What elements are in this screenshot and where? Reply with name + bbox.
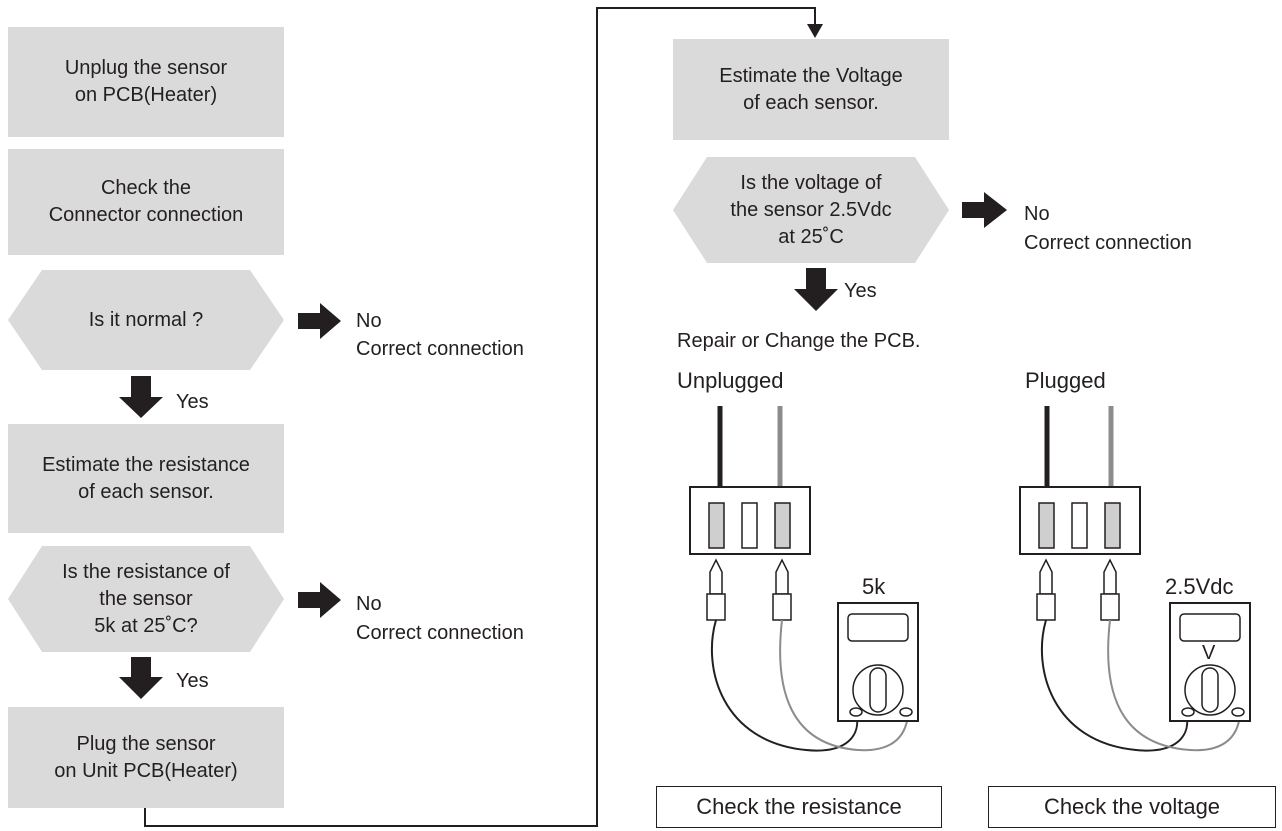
decision-hexagon-shape [8,270,284,370]
decision-text: Is it normal ? [88,308,204,331]
decision2-no-action: Correct connection [356,622,524,644]
voltage-reading: 2.5Vdc [1165,574,1234,599]
decision-resistance-5k: Is the resistance of the sensor 5k at 25… [8,546,284,652]
repair-instruction: Repair or Change the PCB. [677,330,921,352]
decision-text-line: 5k at 25˚C? [94,614,198,637]
plugged-label: Plugged [1025,368,1106,393]
decision-hexagon-shape [8,546,284,652]
caption-text: Check the resistance [696,794,902,819]
flow-connector-line [144,7,816,827]
connector-pin-black [1038,502,1055,549]
meter-mode-label: V [1202,642,1216,664]
decision2-yes-label: Yes [176,670,209,692]
probe-handle-black [1036,593,1056,621]
decision3-no-label: No [1024,203,1050,225]
multimeter-display [847,613,909,642]
no-arrow-icon [298,303,341,339]
step-estimate-resistance: Estimate the resistance of each sensor. [8,424,284,533]
step-text-line: on Unit PCB(Heater) [54,759,238,782]
decision-text-line: the sensor 2.5Vdc [730,198,892,221]
multimeter-jack [849,707,863,717]
step-estimate-voltage: Estimate the Voltage of each sensor. [673,39,949,140]
connector-pin-grey [774,502,791,549]
connector-pin-grey [1104,502,1121,549]
step-text-line: Estimate the resistance [42,453,250,476]
step-unplug-sensor: Unplug the sensor on PCB(Heater) [8,27,284,137]
probe-lead-grey [779,619,909,752]
unplugged-illustration [689,406,919,752]
step-text-line: Plug the sensor [76,732,216,755]
decision1-no-label: No [356,310,382,332]
decision-text-line: Is the voltage of [740,171,882,194]
multimeter-jack [1231,707,1245,717]
yes-arrow-icon [794,268,838,311]
step-text-line: on PCB(Heater) [74,84,218,106]
yes-arrow-icon [119,376,163,418]
probe-lead-grey [1107,619,1241,752]
connector-pin-middle [741,502,758,549]
decision2-no-label: No [356,593,382,615]
decision1-no-action: Correct connection [356,338,524,360]
decision-voltage-2-5vdc: Is the voltage of the sensor 2.5Vdc at 2… [673,157,949,263]
no-arrow-icon [962,192,1007,228]
decision3-yes-label: Yes [844,280,877,302]
probe-lead-black [1040,619,1189,752]
step-text-line: of each sensor. [743,91,879,114]
decision-hexagon-shape [673,157,949,263]
multimeter-dial-knob [869,667,887,713]
caption-check-resistance: Check the resistance [656,786,942,828]
decision-text-line: the sensor [99,587,193,610]
caption-check-voltage: Check the voltage [988,786,1276,828]
step-check-connector: Check the Connector connection [8,149,284,255]
multimeter-jack [1181,707,1195,717]
multimeter-jack [899,707,913,717]
step-text-line: Unplug the sensor [64,57,228,79]
no-arrow-icon [298,582,341,618]
decision3-no-action: Correct connection [1024,232,1192,254]
step-plug-sensor: Plug the sensor on Unit PCB(Heater) [8,707,284,808]
connector-pin-black [708,502,725,549]
probe-handle-grey [1100,593,1120,621]
probe-tip-black [1039,558,1053,595]
step-text-line: Check the [100,177,192,199]
resistance-reading: 5k [862,574,886,599]
probe-tip-black [709,558,723,595]
connector-pin-middle [1071,502,1088,549]
step-text-line: Connector connection [48,204,244,226]
multimeter-dial-knob [1201,667,1219,713]
connector-arrowhead [807,24,823,38]
step-text-line: Estimate the Voltage [719,64,903,87]
plugged-illustration [1019,406,1251,752]
probe-handle-grey [772,593,792,621]
decision-is-normal: Is it normal ? [8,270,284,370]
multimeter-display [1179,613,1241,642]
probe-tip-grey [1103,558,1117,595]
step-text-line: of each sensor. [78,480,214,503]
probe-lead-black [710,619,859,752]
yes-arrow-icon [119,657,163,699]
decision1-yes-label: Yes [176,391,209,413]
caption-text: Check the voltage [1043,794,1221,819]
decision-text-line: at 25˚C [778,225,844,248]
probe-handle-black [706,593,726,621]
unplugged-label: Unplugged [677,368,784,393]
decision-text-line: Is the resistance of [62,560,230,583]
probe-tip-grey [775,558,789,595]
